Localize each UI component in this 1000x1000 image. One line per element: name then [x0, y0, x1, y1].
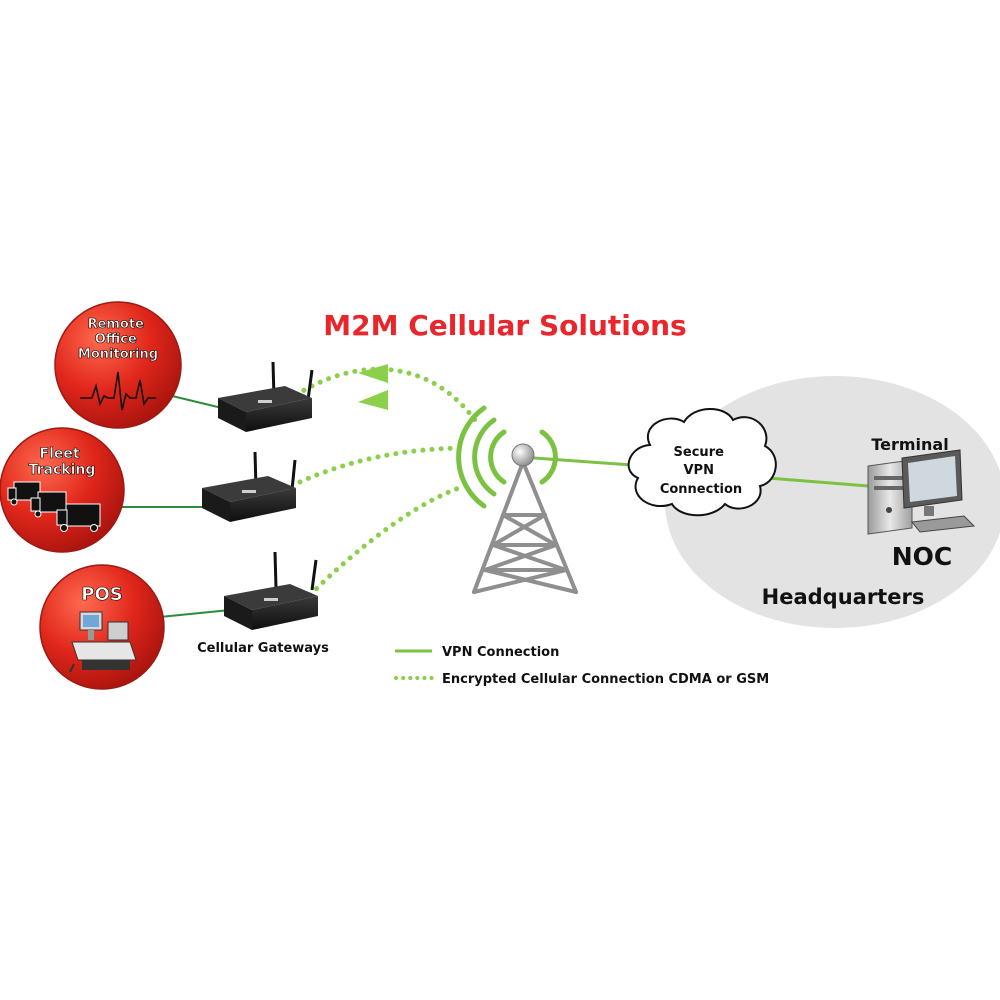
- terminal-computer-icon: [867, 449, 976, 535]
- gateway-device-2: [202, 451, 297, 522]
- source-remote-office: Remote Office Monitoring: [54, 301, 182, 429]
- cloud-label: Secure VPN Connection: [660, 445, 742, 497]
- vpn-link-tower-cloud: [533, 456, 633, 467]
- source-label-line: Monitoring: [78, 347, 158, 362]
- tower-antenna-ball: [511, 443, 535, 467]
- cloud-icon: [627, 408, 777, 517]
- source-pos: POS: [39, 564, 165, 690]
- cloud-label-line: Secure: [674, 445, 725, 460]
- arrow-left-icon: [358, 364, 388, 383]
- source-label-line: Office: [95, 332, 137, 347]
- legend-vpn-label: VPN Connection: [442, 645, 559, 660]
- cell-tower-icon: [472, 460, 578, 594]
- gateway-device-3: [224, 551, 318, 630]
- vpn-link-cloud-terminal: [767, 476, 869, 488]
- svg-text:Remote Office Moni: Remote Office Monitoring: [78, 317, 158, 362]
- source-label-line: Fleet: [40, 446, 80, 462]
- source-label-line: POS: [81, 584, 122, 605]
- headquarters-label: Headquarters: [762, 585, 925, 609]
- legend: VPN Connection Encrypted Cellular Connec…: [394, 645, 769, 687]
- svg-text:POS: POS: [81, 584, 122, 605]
- trucks-icon: [7, 481, 101, 532]
- cloud-label-line: Connection: [660, 482, 742, 497]
- legend-cellular-label: Encrypted Cellular Connection CDMA or GS…: [442, 672, 769, 687]
- signal-waves-icon: [456, 405, 558, 509]
- terminal-label: Terminal: [871, 435, 948, 454]
- arrow-left-icon-2: [358, 390, 388, 410]
- svg-text:Fleet Tracking: Fleet Tracking: [29, 446, 96, 478]
- cellular-links: [293, 366, 478, 598]
- cloud-label-line: VPN: [684, 463, 714, 478]
- diagram-title: M2M Cellular Solutions: [323, 309, 686, 342]
- pos-terminal-icon: [69, 611, 137, 673]
- source-fleet-tracking: Fleet Tracking: [0, 427, 125, 553]
- noc-label: NOC: [892, 542, 953, 571]
- heartbeat-icon: [80, 371, 156, 411]
- gateway-device-1: [218, 361, 314, 432]
- source-label-line: Remote: [88, 317, 145, 332]
- gateways-label: Cellular Gateways: [197, 641, 329, 656]
- source-label-line: Tracking: [29, 462, 96, 478]
